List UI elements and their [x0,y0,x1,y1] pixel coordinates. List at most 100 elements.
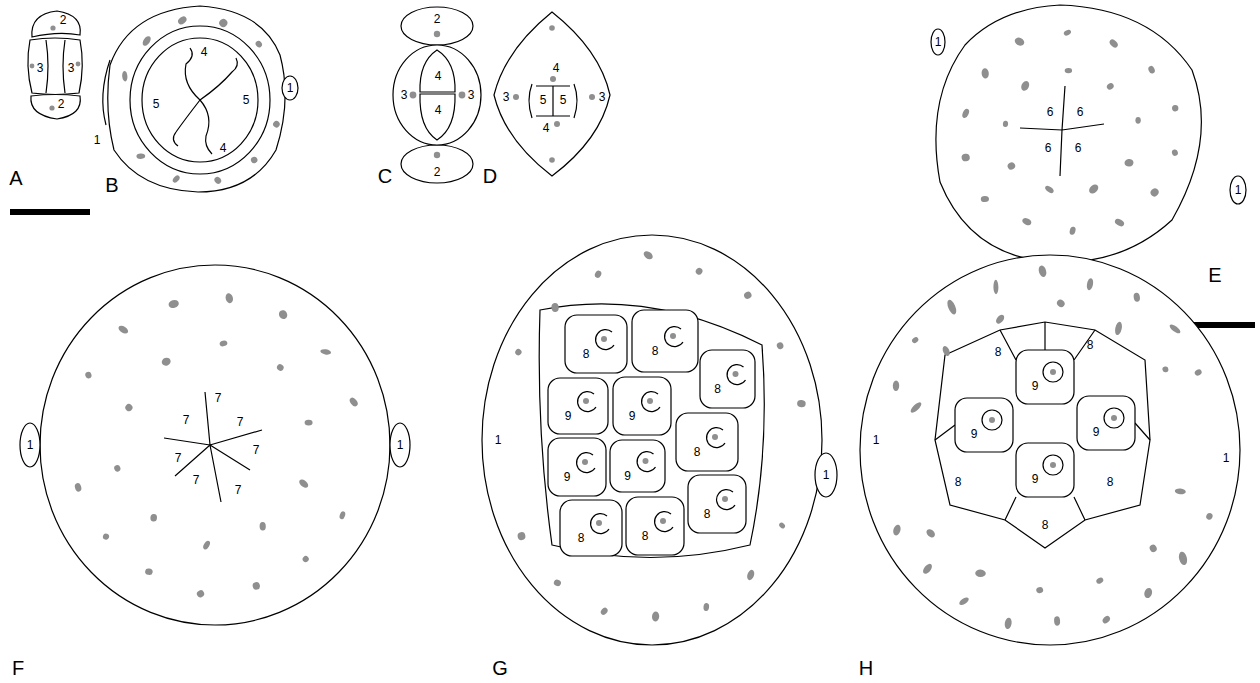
vascular-bundle [113,464,121,472]
callout-number: 4 [553,62,560,74]
locule-outline [655,512,673,532]
section-g [482,235,837,645]
vascular-bundle [254,40,263,49]
vascular-bundle [703,603,709,612]
vascular-bundle [1175,488,1187,495]
vascular-bundle [743,290,753,300]
vascular-bundle [219,340,228,347]
vascular-bundle [1003,121,1009,128]
vascular-bundle [1162,366,1169,373]
vascular-bundle [596,520,602,526]
vascular-bundle [961,153,970,162]
vascular-bundle [643,458,649,464]
vascular-bundle [1149,187,1160,198]
vascular-bundle [141,35,152,48]
locule-outline [577,453,595,473]
vascular-bundle [1036,586,1044,594]
callout-number: 2 [60,14,67,26]
locule-cell [1016,350,1074,404]
callout-number: 3 [468,89,475,101]
callout-number: 7 [237,416,244,428]
vascular-bundle [514,348,523,357]
section-b [103,6,298,192]
vascular-bundle [213,175,222,185]
callout-number: 5 [153,98,160,110]
vascular-bundle [1069,226,1077,235]
callout-number: 3 [68,62,75,74]
vascular-bundle [250,156,259,164]
vascular-bundle [1147,65,1156,75]
vascular-bundle [1114,321,1123,336]
panel-letter: D [483,166,497,186]
section-h [860,255,1240,645]
panel-letter: A [9,168,22,188]
callout-number: 6 [1075,142,1082,154]
vascular-bundle [122,71,128,82]
vascular-bundle [647,398,653,404]
vascular-bundle [136,153,145,159]
vascular-bundle [670,333,676,339]
locule-cell [565,315,627,373]
locule-cell [955,398,1013,452]
vascular-bundle [1004,617,1012,629]
callout-number: 7 [193,474,200,486]
callout-number: 8 [1107,476,1114,488]
vascular-bundle [84,371,92,379]
locule-cell [548,438,606,496]
vascular-bundle [1006,161,1016,171]
callout-number: 1 [935,36,942,48]
vascular-bundle [733,371,739,377]
vascular-bundle [1148,543,1158,553]
callout-number: 1 [1235,184,1242,196]
vascular-bundle [202,540,211,551]
callout-number: 6 [1077,106,1084,118]
locule-outline [1043,362,1063,382]
vascular-bundle [298,478,310,490]
vascular-bundle [1101,615,1111,625]
callout-number: 9 [1093,426,1100,438]
vascular-bundle [660,518,666,524]
vascular-bundle [177,15,188,26]
callout-number: 8 [1087,339,1094,351]
vascular-bundle [778,521,786,529]
callout-number: 8 [1042,519,1049,531]
vascular-bundle [1124,159,1134,167]
locule-cell [700,350,755,408]
callout-number: 3 [503,91,510,103]
vascular-bundle [1095,576,1104,584]
vascular-bundle [517,531,526,540]
vascular-bundle [1050,462,1056,468]
vascular-bundle [161,357,172,367]
callout-number: 8 [583,348,590,360]
vascular-bundle [989,417,995,423]
vascular-bundle [252,581,261,590]
vascular-bundle [722,496,728,502]
callout-number: 2 [434,13,441,25]
vascular-bundle [74,482,82,492]
vascular-bundle [994,313,1005,325]
callout-number: 1 [27,439,34,451]
vascular-bundle [320,348,332,355]
callout-number: 3 [599,91,606,103]
callout-number: 9 [971,428,978,440]
panel-letter: G [492,658,508,678]
callout-number: 3 [401,89,408,101]
vascular-bundle [1050,369,1056,375]
vascular-bundle [124,403,134,413]
callout-number: 8 [704,508,711,520]
locule-cell [610,440,665,492]
vascular-bundle [277,309,289,321]
vascular-bundle [1106,82,1115,91]
callout-number: 5 [560,94,567,106]
locule-outline [727,365,745,385]
callout-number: 8 [642,530,649,542]
vascular-bundle [348,396,359,408]
callout-number: 7 [253,444,260,456]
callout-number: 4 [543,122,550,134]
callout-number: 1 [1223,452,1230,464]
vascular-bundle [911,336,920,344]
vascular-bundle [301,555,310,564]
callout-number: 8 [714,383,721,395]
panel-letter: H [859,658,873,678]
